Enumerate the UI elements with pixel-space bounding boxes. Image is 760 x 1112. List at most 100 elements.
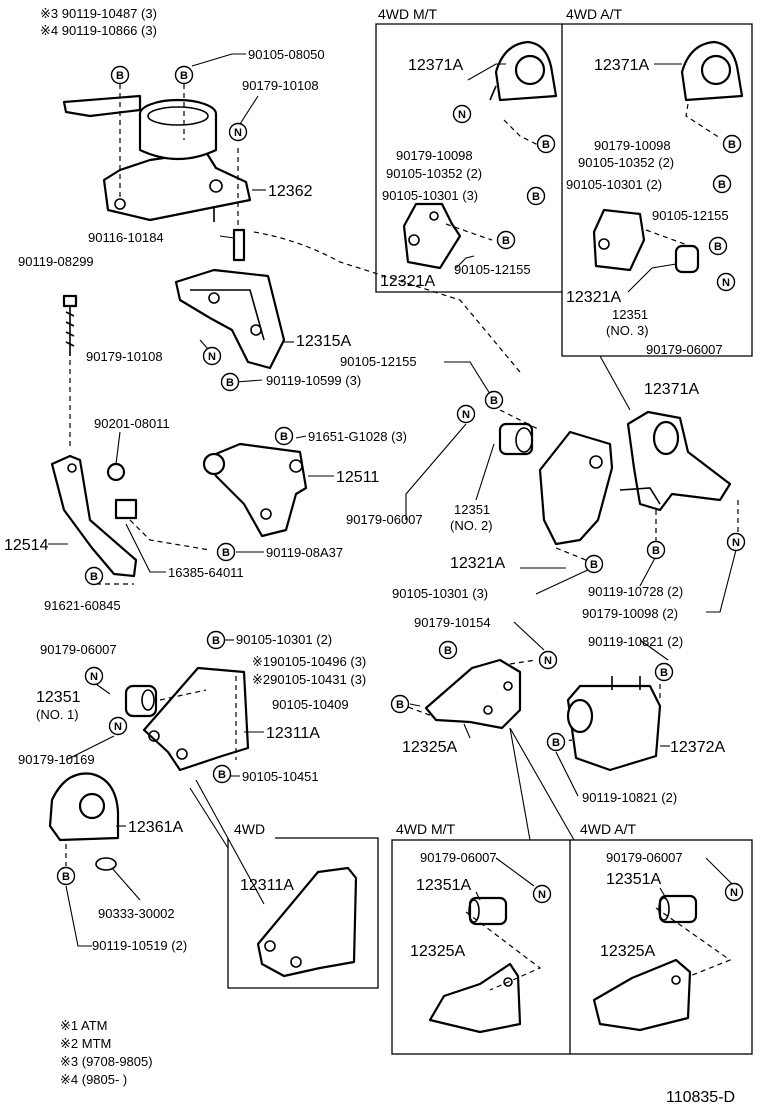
- labels-4wd-lower: 12311A: [240, 877, 294, 894]
- part-12511-bracket: [202, 442, 308, 538]
- part-12372A-mount: [566, 676, 662, 772]
- label-90179-06007-mid: 90179-06007: [346, 512, 423, 527]
- label-90105-10409: 90105-10409: [272, 697, 349, 712]
- label-90179-06007-mt-b: 90179-06007: [420, 850, 497, 865]
- label-90179-10169: 90179-10169: [18, 752, 95, 767]
- label-90105-08050: 90105-08050: [248, 47, 325, 62]
- part-12311A-bracket: [142, 666, 250, 772]
- svg-text:B: B: [444, 645, 452, 657]
- b-marker: B: [216, 542, 236, 562]
- labels-top-left: ※3 90119-10487 (3) ※4 90119-10866 (3) 90…: [4, 6, 407, 613]
- b-marker: B: [110, 65, 130, 85]
- label-12321A-mid: 12321A: [450, 555, 505, 572]
- b-marker: B: [56, 866, 76, 886]
- marker-set: B B N N B B B B N B B B B B B N B N B B …: [56, 65, 746, 904]
- labels-lower: 90179-06007 90105-10301 (2) ※190105-1049…: [18, 615, 725, 953]
- svg-text:B: B: [714, 241, 722, 253]
- labels-4wd-mt-bottom: 90179-06007 12351A 12325A: [410, 850, 497, 960]
- svg-text:B: B: [718, 179, 726, 191]
- svg-text:N: N: [114, 721, 122, 733]
- n-marker: N: [202, 346, 222, 366]
- n-marker: N: [538, 650, 558, 670]
- label-90119-10821-b: 90119-10821 (2): [582, 790, 677, 805]
- part-12514-bracket: [50, 454, 138, 578]
- label-90105-10301-low: 90105-10301 (2): [236, 632, 332, 647]
- n-marker: N: [532, 884, 552, 904]
- part-12321A-bracket-at: [592, 208, 700, 274]
- label-90201-08011: 90201-08011: [94, 416, 170, 431]
- n-marker: N: [84, 666, 104, 686]
- b-marker: B: [84, 566, 104, 586]
- label-90179-06007-low: 90179-06007: [40, 642, 117, 657]
- assembly-lines: [65, 84, 739, 991]
- svg-text:N: N: [544, 655, 552, 667]
- svg-text:N: N: [732, 537, 740, 549]
- header-4wd-mt-top: 4WD M/T: [378, 6, 438, 22]
- svg-text:B: B: [728, 139, 736, 151]
- b-marker: B: [390, 694, 410, 714]
- b-marker: B: [274, 426, 294, 446]
- svg-text:N: N: [462, 409, 470, 421]
- label-90119-10599: 90119-10599 (3): [266, 373, 361, 388]
- b-marker: B: [526, 186, 546, 206]
- label-12351-low: 12351: [36, 689, 81, 706]
- header-4wd-at-top: 4WD A/T: [566, 6, 622, 22]
- label-12351-no1: (NO. 1): [36, 707, 79, 722]
- part-12325A-at: [592, 958, 692, 1032]
- label-90105-10352-mt: 90105-10352 (2): [386, 166, 482, 181]
- label-90105-10431: ※290105-10431 (3): [252, 672, 366, 687]
- label-90105-12155-mid: 90105-12155: [340, 354, 417, 369]
- svg-text:B: B: [532, 191, 540, 203]
- svg-text:B: B: [490, 395, 498, 407]
- label-90105-10496: ※190105-10496 (3): [252, 654, 366, 669]
- svg-text:B: B: [542, 139, 550, 151]
- b-marker: B: [646, 540, 666, 560]
- box-4wd-lower: 4WD: [227, 821, 379, 989]
- svg-text:B: B: [396, 699, 404, 711]
- label-90179-10154: 90179-10154: [414, 615, 491, 630]
- part-12351-no1-insulator: [124, 684, 158, 718]
- label-90105-10352-at: 90105-10352 (2): [578, 155, 674, 170]
- svg-text:B: B: [226, 377, 234, 389]
- legend: ※1 ATM ※2 MTM ※3 (9708-9805) ※4 (9805- ): [60, 1018, 153, 1087]
- b-marker: B: [654, 662, 674, 682]
- label-12511: 12511: [336, 469, 379, 486]
- svg-text:N: N: [730, 887, 738, 899]
- label-90105-10301-at: 90105-10301 (2): [566, 177, 662, 192]
- label-12361A: 12361A: [128, 819, 183, 836]
- label-16385-64011: 16385-64011: [168, 565, 244, 580]
- label-91621-60845: 91621-60845: [44, 598, 121, 613]
- n-marker: N: [456, 404, 476, 424]
- part-12371A-mount-mid: [619, 410, 732, 512]
- label-90179-06007-at-b: 90179-06007: [606, 850, 683, 865]
- legend-range-3: ※3 (9708-9805): [60, 1054, 153, 1069]
- b-marker: B: [484, 390, 504, 410]
- b-marker: B: [438, 640, 458, 660]
- svg-text:N: N: [458, 109, 466, 121]
- labels-middle: 90105-12155 12371A 90179-06007 12351 (NO…: [340, 354, 699, 621]
- legend-range-4: ※4 (9805- ): [60, 1072, 127, 1087]
- b-marker: B: [722, 134, 742, 154]
- svg-text:B: B: [116, 70, 124, 82]
- part-12362-mount: [62, 94, 252, 222]
- svg-text:N: N: [90, 671, 98, 683]
- label-90179-10098-at: 90179-10098: [594, 138, 671, 153]
- label-12351-no3: (NO. 3): [606, 323, 649, 338]
- svg-text:B: B: [590, 559, 598, 571]
- b-marker: B: [546, 732, 566, 752]
- label-90119-10821-a: 90119-10821 (2): [588, 634, 683, 649]
- box-4wd-mt-top: 4WD M/T 4WD A/T: [375, 6, 753, 357]
- label-90179-10108-b: 90179-10108: [86, 349, 163, 364]
- label-90119-08299: 90119-08299: [18, 254, 94, 269]
- label-12321A-at: 12321A: [566, 289, 621, 306]
- part-12321A-bracket-mt: [402, 202, 462, 270]
- label-90105-12155-at: 90105-12155: [652, 208, 729, 223]
- svg-text:B: B: [90, 571, 98, 583]
- label-12351A-at: 12351A: [606, 871, 661, 888]
- b-marker: B: [212, 764, 232, 784]
- svg-text:B: B: [280, 431, 288, 443]
- legend-atm: ※1 ATM: [60, 1018, 108, 1033]
- part-12325A-bracket: [424, 658, 522, 730]
- labels-4wd-at-top: 12371A 90179-10098 90105-10352 (2) 90105…: [566, 57, 729, 357]
